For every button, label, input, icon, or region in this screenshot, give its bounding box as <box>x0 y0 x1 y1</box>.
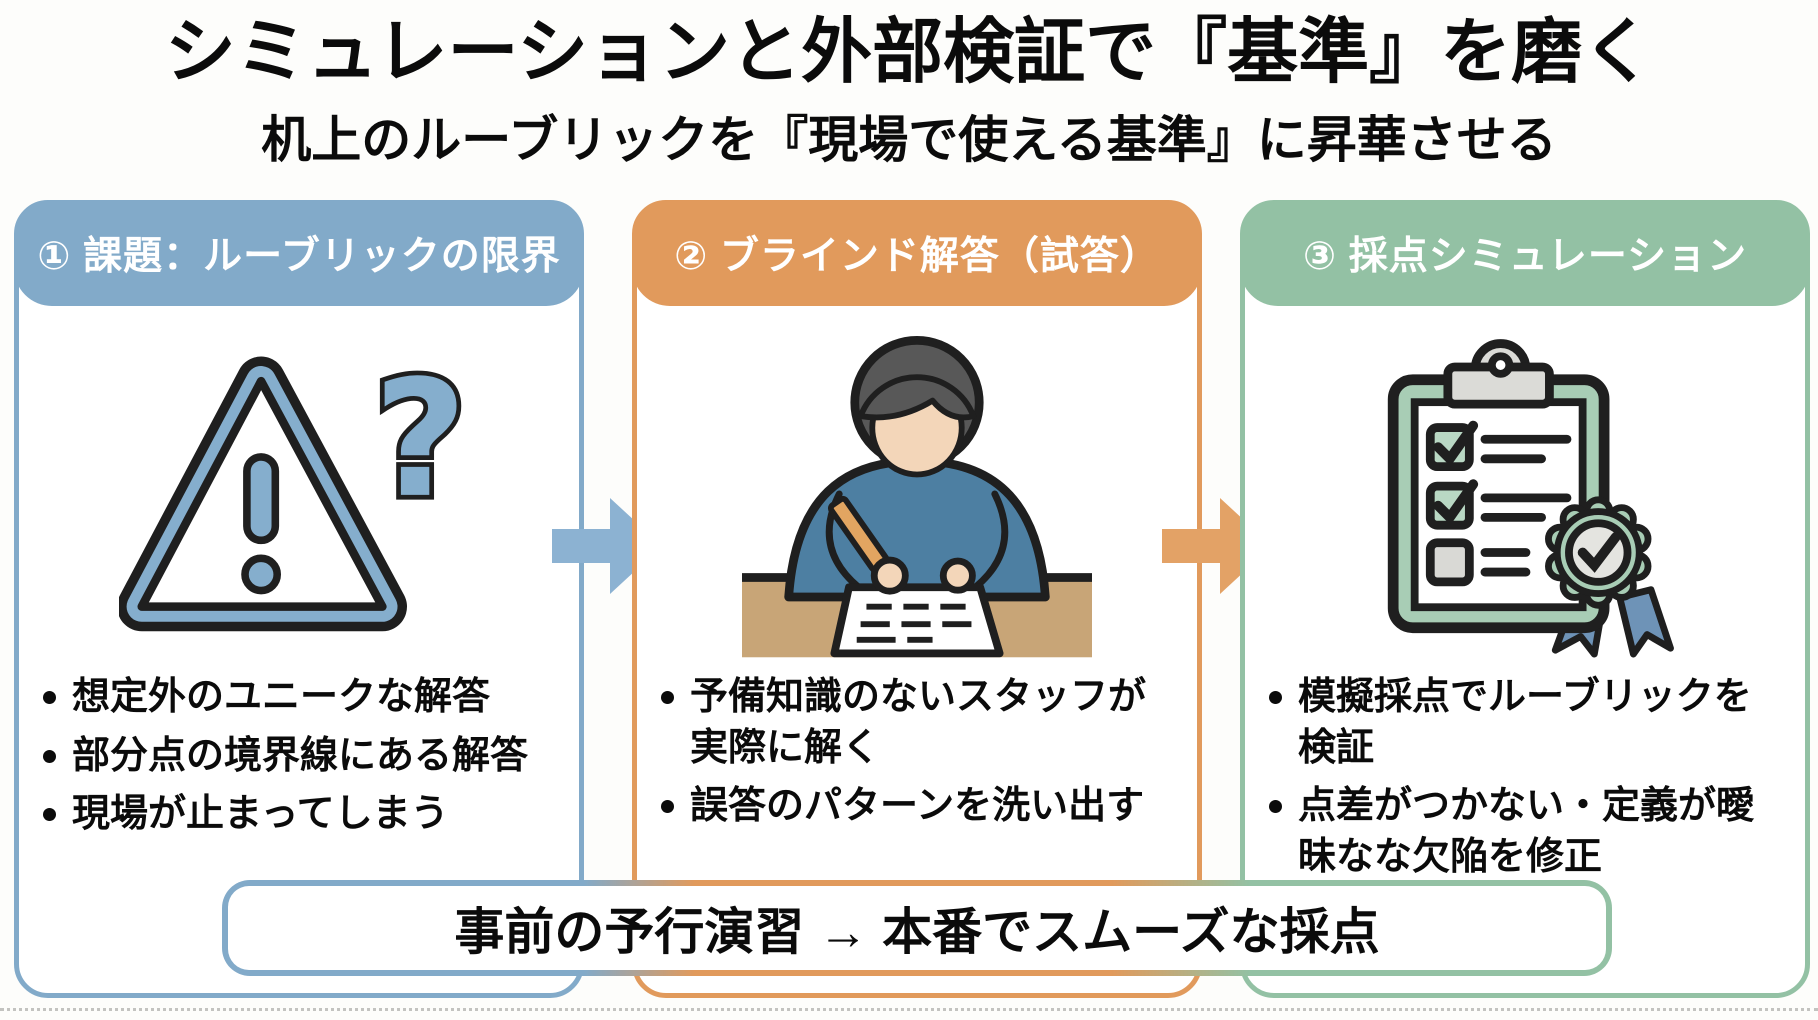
column-blind-answer-header: ② ブラインド解答（試答） <box>632 200 1202 306</box>
bullet-dot <box>43 749 56 763</box>
page-subtitle: 机上のルーブリックを『現場で使える基準』に昇華させる <box>261 112 1557 168</box>
bullet-list: 想定外のユニークな解答 部分点の境界線にある解答 現場が止まってしまう <box>19 672 579 840</box>
person-writing-icon <box>637 314 1197 670</box>
list-item: 誤答のパターンを洗い出す <box>661 781 1175 832</box>
conclusion-banner-text: 事前の予行演習 → 本番でスムーズな採点 <box>228 886 1606 970</box>
bullet-dot <box>1269 691 1282 704</box>
warning-question-icon: ? <box>19 314 579 670</box>
bullet-text: 想定外のユニークな解答 <box>72 676 491 718</box>
bullet-dot <box>43 808 56 822</box>
column-problem-header: ① 課題：ルーブリックの限界 <box>14 200 584 306</box>
bottom-divider <box>0 1008 1818 1011</box>
bullet-dot <box>43 691 56 704</box>
column-blind-answer: ② ブラインド解答（試答） <box>632 200 1202 998</box>
bullet-text: 誤答のパターンを洗い出す <box>690 785 1145 828</box>
page-title: シミュレーションと外部検証で『基準』を磨く <box>164 13 1654 92</box>
bullet-list: 予備知識のないスタッフが実際に解く 誤答のパターンを洗い出す <box>637 672 1197 832</box>
list-item: 部分点の境界線にある解答 <box>43 731 557 782</box>
column-header-label: ② ブラインド解答（試答） <box>674 235 1160 278</box>
bullet-dot <box>661 800 674 814</box>
bullet-text: 点差がつかない・定義が曖昧なな欠陥を修正 <box>1298 785 1755 878</box>
bullet-text: 部分点の境界線にある解答 <box>72 734 529 777</box>
svg-text:?: ? <box>374 346 467 533</box>
bullet-dot <box>661 691 674 704</box>
bullet-text: 現場が止まってしまう <box>72 793 449 836</box>
clipboard-award-icon <box>1245 314 1805 670</box>
list-item: 点差がつかない・定義が曖昧なな欠陥を修正 <box>1269 781 1783 882</box>
list-item: 模擬採点でルーブリックを検証 <box>1269 672 1783 773</box>
bullet-dot <box>1269 800 1282 814</box>
conclusion-banner: 事前の予行演習 → 本番でスムーズな採点 <box>222 880 1612 976</box>
list-item: 現場が止まってしまう <box>43 789 557 840</box>
column-header-label: ③ 採点シミュレーション <box>1302 235 1748 278</box>
column-scoring-simulation-header: ③ 採点シミュレーション <box>1240 200 1810 306</box>
award-rosette <box>1545 496 1652 609</box>
bullet-text: 模擬採点でルーブリックを検証 <box>1298 676 1752 769</box>
list-item: 想定外のユニークな解答 <box>43 672 557 723</box>
column-scoring-simulation: ③ 採点シミュレーション <box>1240 200 1810 998</box>
column-header-label: ① 課題：ルーブリックの限界 <box>37 235 561 278</box>
list-item: 予備知識のないスタッフが実際に解く <box>661 672 1175 773</box>
bullet-text: 予備知識のないスタッフが実際に解く <box>690 676 1147 769</box>
column-problem: ① 課題：ルーブリックの限界 ? 想定外のユニークな解答 部分点の境界線にある解… <box>14 200 584 998</box>
bullet-list: 模擬採点でルーブリックを検証 点差がつかない・定義が曖昧なな欠陥を修正 <box>1245 672 1805 882</box>
